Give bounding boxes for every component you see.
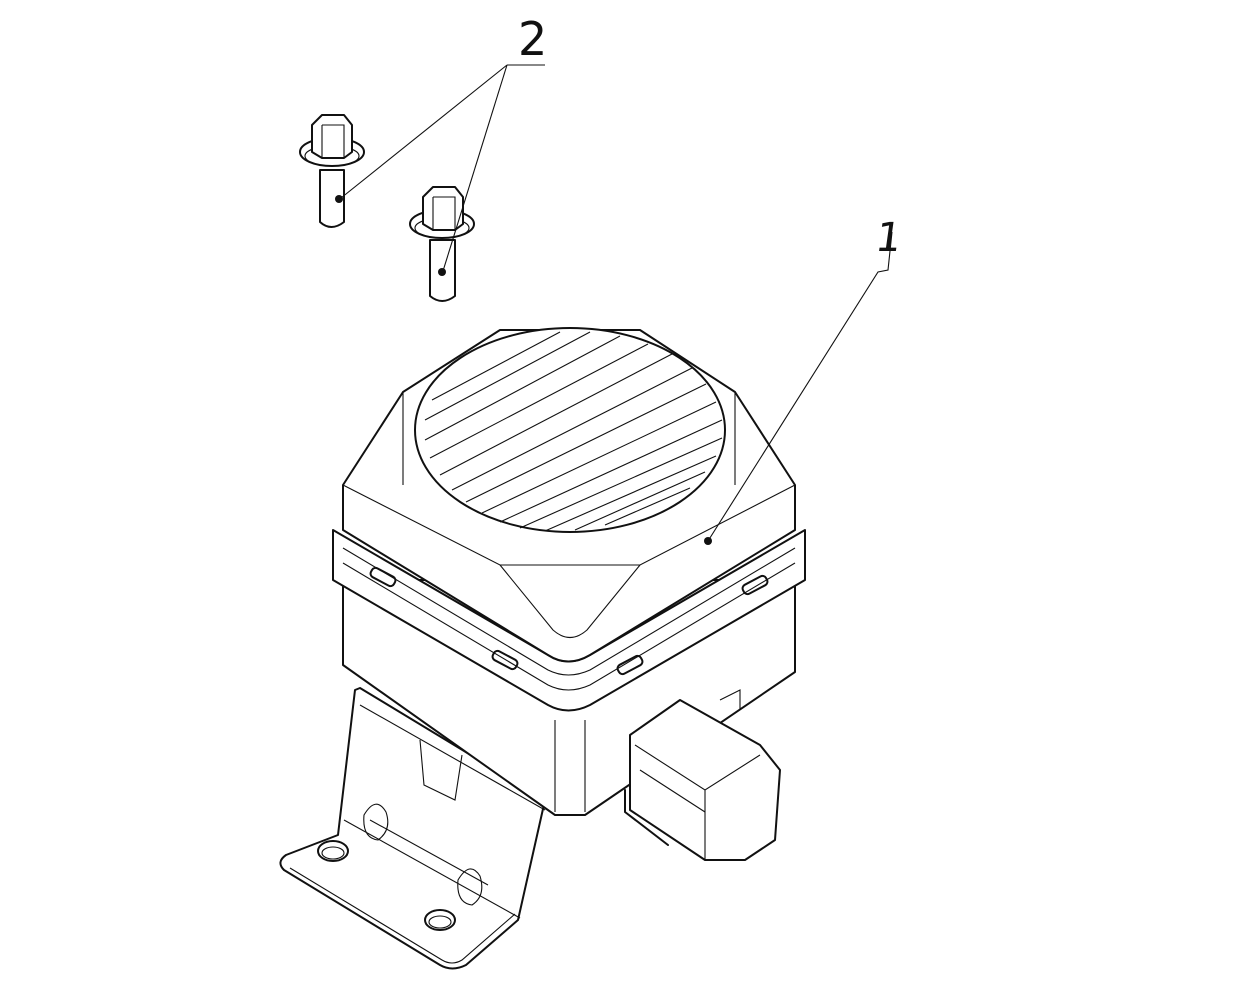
bolt-right: [409, 186, 475, 302]
callout-1-leaders: [704, 231, 893, 545]
disk-ribs: [424, 331, 723, 532]
callout-2-leaders: [340, 64, 545, 272]
bolt-left: [299, 114, 365, 228]
sensor-body: [332, 529, 806, 816]
sensor-top-cap: [342, 327, 796, 663]
connector: [624, 689, 781, 861]
mounting-bracket: [279, 687, 546, 970]
callout-label-2: 2: [518, 12, 548, 66]
